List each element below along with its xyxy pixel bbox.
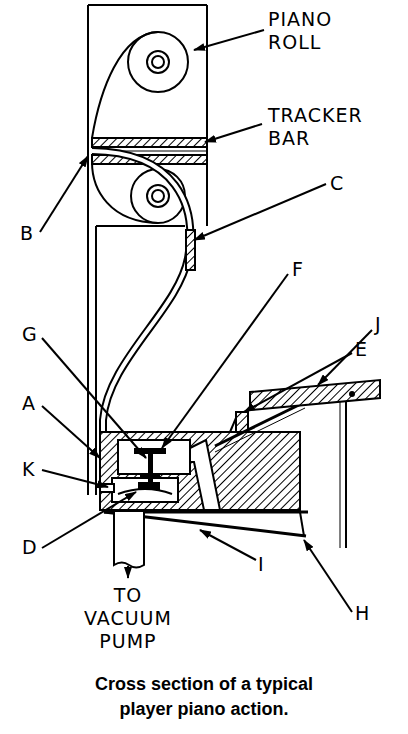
- figure-caption: Cross section of a typical player piano …: [74, 672, 334, 722]
- callout-letter: K: [22, 458, 35, 481]
- callout-letter: C: [330, 172, 344, 195]
- callout-letter: H: [355, 602, 370, 625]
- direction-note: TO VACUUM PUMP: [84, 584, 172, 653]
- part-name: TRACKER BAR: [268, 104, 363, 150]
- callout-letter: F: [292, 258, 304, 281]
- part-name: PIANO ROLL: [268, 8, 332, 54]
- callout-letter: B: [20, 222, 34, 245]
- callout-letter: A: [22, 392, 36, 415]
- callout-letter: G: [22, 323, 38, 346]
- callout-letter: E: [355, 338, 368, 361]
- callout-letter: I: [258, 553, 265, 576]
- callout-letter: D: [22, 536, 38, 559]
- callout-letter: J: [375, 313, 382, 336]
